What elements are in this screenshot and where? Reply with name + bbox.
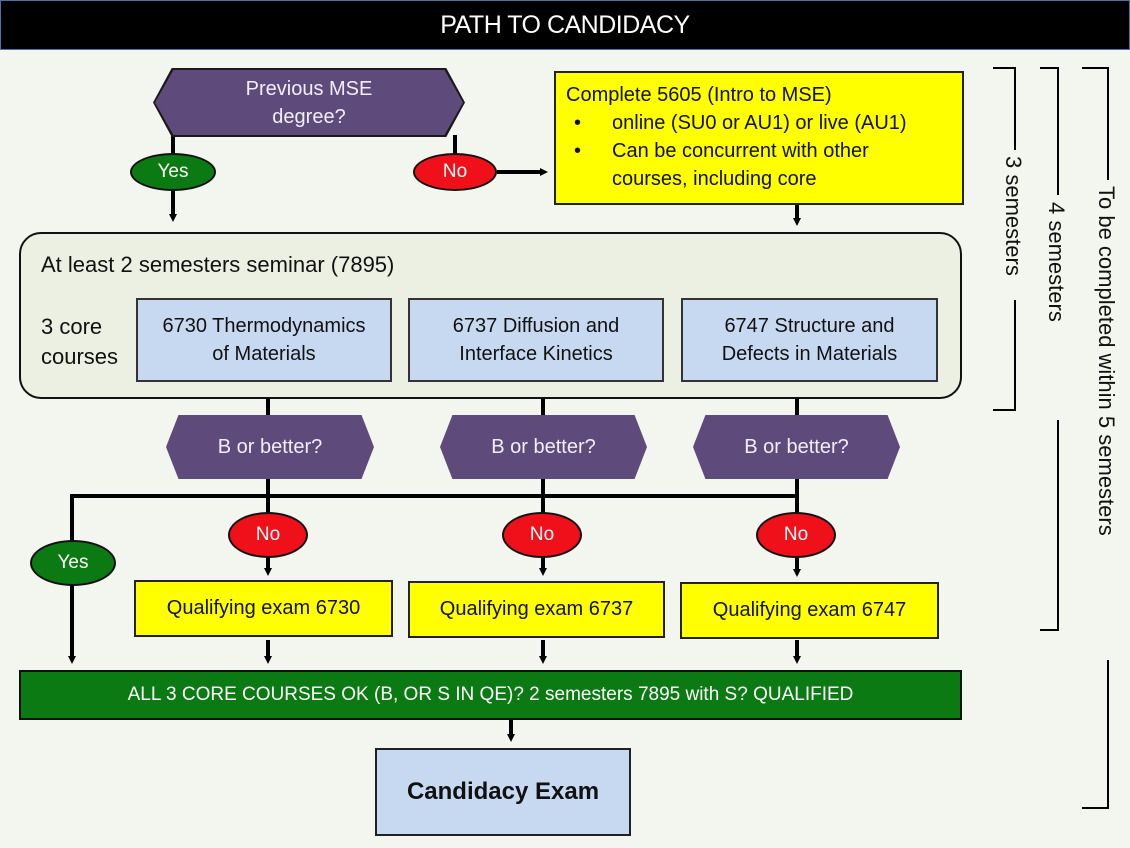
course-line2: of Materials — [212, 343, 316, 365]
candidacy-exam-box: Candidacy Exam — [375, 748, 631, 836]
course-line1: 6730 Thermodynamics — [162, 315, 366, 337]
intro-heading: Complete 5605 (Intro to MSE) — [566, 84, 832, 106]
core-label-line1: 3 core — [41, 314, 103, 339]
grade-yes-oval: Yes — [30, 540, 116, 586]
core-courses-label: 3 core courses — [41, 312, 118, 372]
page-title: PATH TO CANDIDACY — [0, 0, 1130, 50]
grade-decision-6730: B or better? — [166, 415, 374, 479]
qualified-bar: ALL 3 CORE COURSES OK (B, OR S IN QE)? 2… — [19, 670, 962, 720]
intro-bullet: Can be concurrent with other courses, in… — [574, 137, 922, 193]
qualifying-exam-6747: Qualifying exam 6747 — [680, 582, 939, 639]
timeline-4-semesters: 4 semesters — [1043, 202, 1069, 322]
qualifying-exam-6730: Qualifying exam 6730 — [134, 580, 393, 637]
grade-decision-6737: B or better? — [440, 415, 647, 479]
start-decision: Previous MSE degree? — [155, 70, 463, 135]
grade-no-oval-6747: No — [756, 512, 836, 558]
seminar-title: At least 2 semesters seminar (7895) — [41, 252, 395, 277]
course-line1: 6747 Structure and — [724, 315, 895, 337]
timeline-3-semesters: 3 semesters — [1000, 156, 1026, 276]
course-line2: Interface Kinetics — [459, 343, 613, 365]
core-label-line2: courses — [41, 344, 119, 369]
course-line1: 6737 Diffusion and — [452, 315, 620, 337]
start-no-oval: No — [413, 153, 497, 191]
intro-bullet: online (SU0 or AU1) or live (AU1) — [574, 109, 952, 137]
grade-no-oval-6737: No — [502, 512, 582, 558]
grade-decision-6747: B or better? — [693, 415, 900, 479]
course-6730: 6730 Thermodynamics of Materials — [136, 298, 392, 382]
intro-course-box: Complete 5605 (Intro to MSE) online (SU0… — [554, 71, 964, 205]
qualifying-exam-6737: Qualifying exam 6737 — [408, 581, 665, 638]
grade-no-oval-6730: No — [228, 512, 308, 558]
course-line2: Defects in Materials — [721, 343, 898, 365]
start-decision-line2: degree? — [272, 105, 346, 128]
timeline-5-semesters: To be completed within 5 semesters — [1093, 186, 1119, 536]
start-yes-oval: Yes — [130, 153, 216, 191]
bracket-4-semesters — [1040, 67, 1059, 631]
start-decision-line1: Previous MSE — [245, 77, 373, 100]
